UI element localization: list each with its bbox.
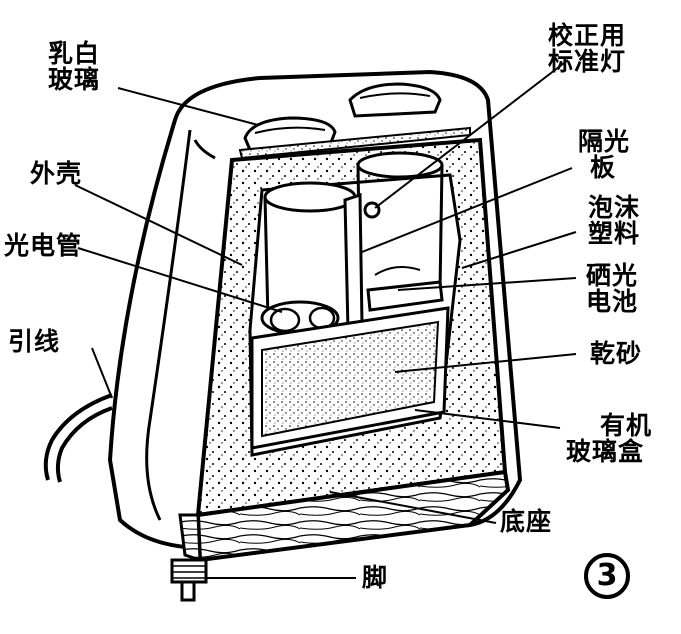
- label-shade-plate-2: 板: [590, 153, 617, 182]
- label-milk-glass-1: 乳白: [48, 39, 101, 68]
- label-base: 底座: [500, 507, 553, 536]
- label-outer-shell: 外壳: [30, 159, 83, 188]
- label-lead-wire: 引线: [8, 327, 61, 356]
- leader-lines: [74, 59, 577, 579]
- phototube: [260, 300, 340, 336]
- lead-wire: [43, 393, 113, 483]
- label-calibration-lamp-1: 校正用: [548, 21, 627, 50]
- label-shade-plate-1: 隔光: [578, 127, 631, 156]
- label-milk-glass-2: 玻璃: [48, 65, 101, 94]
- label-phototube: 光电管: [4, 231, 83, 260]
- figure-number: 3: [584, 553, 630, 599]
- label-foot: 脚: [362, 563, 389, 592]
- label-silica-gel: 乾砂: [590, 339, 643, 368]
- label-organic-glass-1: 有机: [600, 411, 653, 440]
- label-selenium-cell-1: 硒光: [586, 261, 639, 290]
- foot: [170, 558, 208, 602]
- organic-glass-box: [250, 306, 450, 450]
- light-tubes: [263, 151, 444, 333]
- label-selenium-cell-2: 电池: [586, 287, 639, 316]
- label-organic-glass-2: 玻璃盒: [566, 437, 645, 466]
- label-foam-1: 泡沫: [588, 193, 641, 222]
- calibration-lamp: [363, 201, 381, 219]
- milk-glass-windows: [238, 82, 471, 160]
- label-foam-2: 塑料: [588, 219, 641, 248]
- label-calibration-lamp-2: 标准灯: [548, 47, 627, 76]
- wooden-base: [178, 469, 511, 563]
